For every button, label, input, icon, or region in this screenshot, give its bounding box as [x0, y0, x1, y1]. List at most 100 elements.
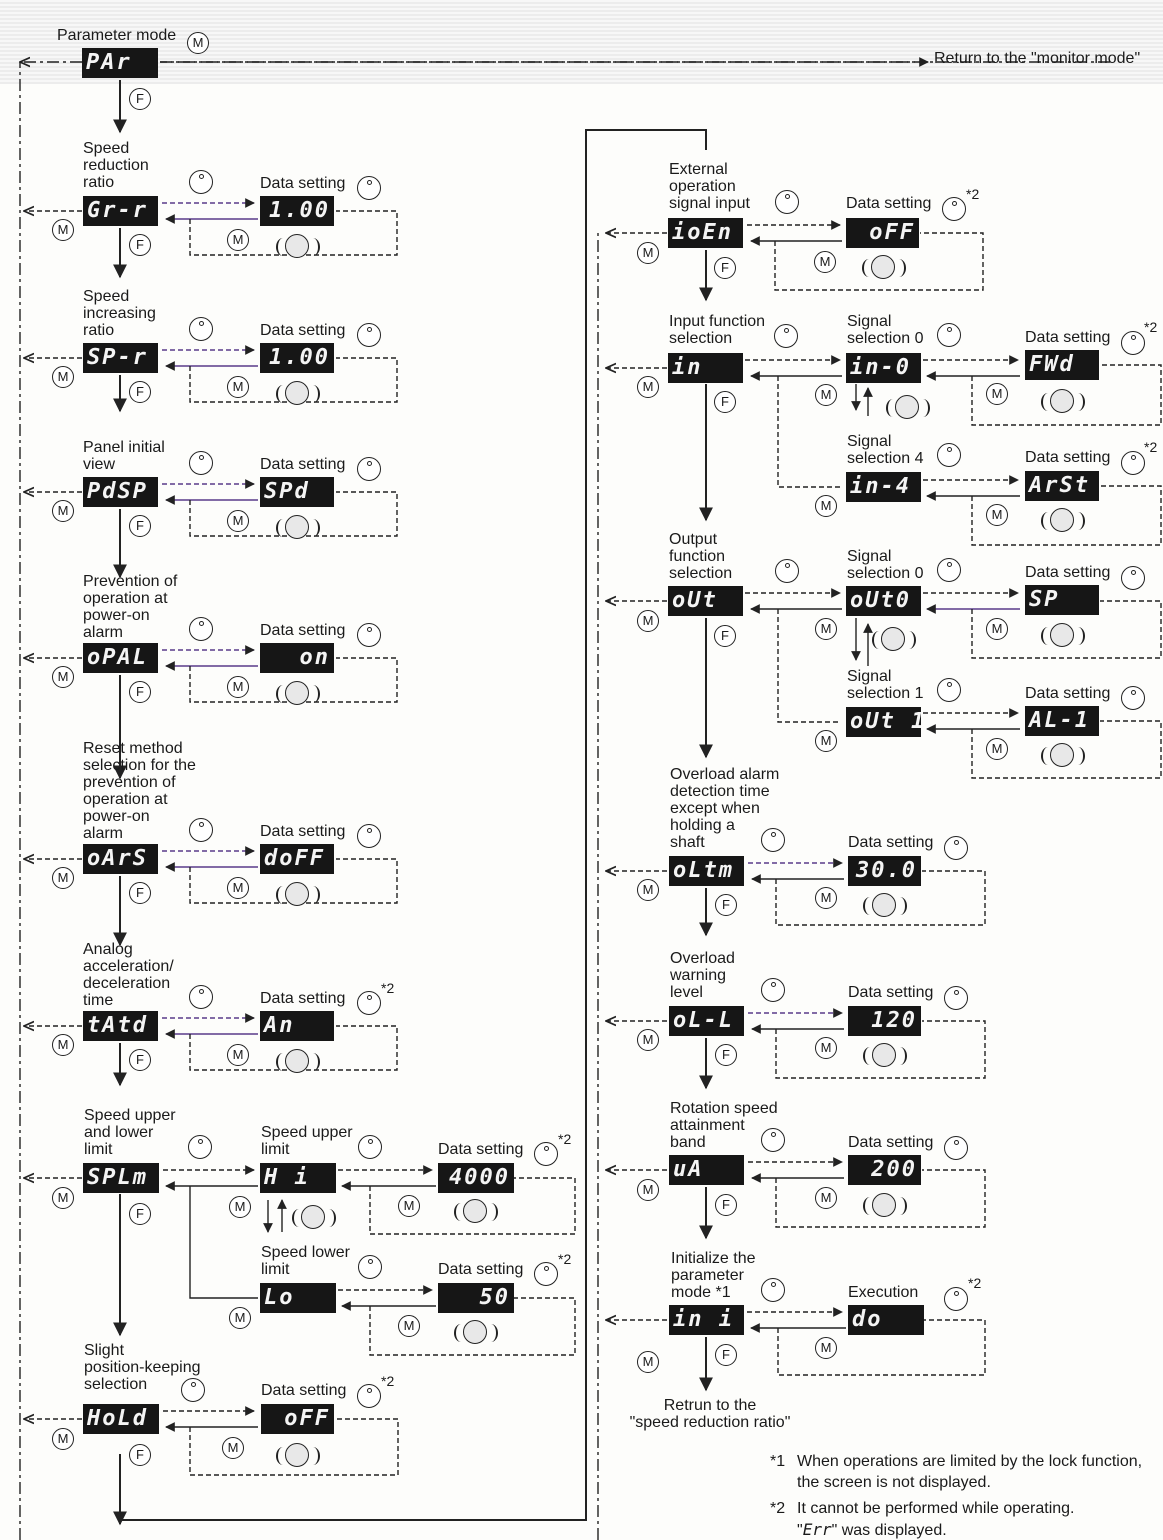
connector-line — [189, 491, 398, 537]
data-setting-label: Data setting — [1025, 564, 1111, 581]
in-0-value-display: FWd — [1025, 350, 1099, 380]
signal-selection-4-label: Signal selection 4 — [847, 433, 924, 467]
m-button-icon: M — [637, 1351, 659, 1373]
m-button-icon: M — [52, 219, 74, 241]
setting-dial-icon — [861, 893, 909, 919]
m-button-icon: M — [815, 384, 837, 406]
setting-dial-icon — [274, 1443, 322, 1469]
setting-dial-icon — [452, 1199, 500, 1225]
setting-dial-icon — [861, 1043, 909, 1069]
setting-knob-icon — [1121, 566, 1145, 590]
m-button-icon: M — [52, 366, 74, 388]
setting-knob-icon — [944, 1136, 968, 1160]
value-display: 1.00 — [260, 343, 334, 373]
out-1-value-display: AL-1 — [1025, 706, 1099, 736]
setting-dial-icon — [274, 681, 322, 707]
value-display: doFF — [260, 844, 334, 874]
oltm-display: oLtm — [669, 856, 744, 886]
connector-line — [189, 210, 398, 256]
hold-display: HoLd — [83, 1404, 159, 1434]
oltm-value-display: 30.0 — [848, 856, 921, 886]
parameter-display: oPAL — [83, 643, 158, 673]
setting-knob-icon — [189, 170, 213, 194]
data-setting-label: Data setting — [260, 175, 346, 192]
connector-line — [774, 232, 984, 291]
setting-knob-icon — [358, 1255, 382, 1279]
ini-title: Initialize the parameter mode *1 — [671, 1250, 756, 1301]
note-1-mark: *1 — [770, 1453, 786, 1470]
setting-knob-icon — [357, 457, 381, 481]
setting-dial-icon — [274, 882, 322, 908]
connector-line — [369, 1297, 576, 1356]
ua-value-display: 200 — [848, 1155, 921, 1185]
connector-line — [775, 1020, 986, 1079]
m-button-icon: M — [227, 229, 249, 251]
note-2-text: It cannot be performed while operating. — [797, 1500, 1075, 1517]
f-button-icon: F — [129, 1444, 151, 1466]
setting-knob-icon — [944, 1287, 968, 1311]
signal-selection-0-label: Signal selection 0 — [847, 313, 924, 347]
note-1-text: When operations are limited by the lock … — [797, 1453, 1143, 1491]
oll-display: oL-L — [669, 1006, 744, 1036]
connector-line — [189, 357, 398, 403]
f-button-icon: F — [714, 257, 736, 279]
f-button-icon: F — [129, 882, 151, 904]
m-button-icon: M — [815, 1037, 837, 1059]
note-2-mark: *2 — [1144, 319, 1158, 335]
execution-display: do — [848, 1305, 924, 1335]
hold-title: Slight position-keeping selection — [84, 1342, 201, 1393]
setting-knob-icon — [761, 828, 785, 852]
setting-dial-icon — [1039, 389, 1087, 415]
m-button-icon: M — [637, 242, 659, 264]
m-button-icon: M — [227, 1044, 249, 1066]
setting-knob-icon — [937, 443, 961, 467]
in-title: Input function selection — [669, 313, 766, 347]
data-setting-label: Data setting — [438, 1141, 524, 1158]
data-setting-label: Data setting — [260, 322, 346, 339]
data-setting-label: Data setting — [260, 456, 346, 473]
data-setting-label: Data setting — [1025, 685, 1111, 702]
row-title: Analog acceleration/ deceleration time — [83, 941, 174, 1009]
setting-dial-icon — [870, 627, 918, 653]
m-button-icon: M — [229, 1307, 251, 1329]
speed-lower-limit-label: Speed lower limit — [261, 1244, 350, 1278]
setting-knob-icon — [534, 1142, 558, 1166]
setting-knob-icon — [534, 1262, 558, 1286]
data-setting-label: Data setting — [848, 984, 934, 1001]
ioen-value-display: oFF — [846, 218, 919, 248]
f-button-icon: F — [129, 1203, 151, 1225]
f-button-icon: F — [129, 88, 151, 110]
f-button-icon: F — [715, 1344, 737, 1366]
row-title: Reset method selection for the preventio… — [83, 740, 196, 842]
m-button-icon: M — [637, 376, 659, 398]
setting-knob-icon — [181, 1378, 205, 1402]
m-button-icon: M — [52, 1428, 74, 1450]
note-2-err-line: "Err" was displayed. — [797, 1520, 947, 1539]
connector-line — [189, 1186, 258, 1299]
ini-display: in i — [669, 1305, 744, 1335]
m-button-icon: M — [222, 1437, 244, 1459]
setting-dial-icon — [290, 1205, 338, 1231]
value-display: 1.00 — [260, 196, 334, 226]
data-setting-label: Data setting — [260, 823, 346, 840]
note-2-mark: *2 — [558, 1251, 572, 1267]
setting-knob-icon — [189, 317, 213, 341]
setting-knob-icon — [189, 818, 213, 842]
lower-value-display: 50 — [438, 1283, 514, 1313]
setting-knob-icon — [189, 451, 213, 475]
connector-line — [775, 870, 986, 926]
m-button-icon: M — [52, 500, 74, 522]
connector-line — [189, 858, 398, 904]
signal-selection-1-label: Signal selection 1 — [847, 668, 924, 702]
out-title: Output function selection — [669, 531, 733, 582]
note-2-mark: *2 — [1144, 439, 1158, 455]
setting-knob-icon — [188, 1135, 212, 1159]
setting-knob-icon — [189, 985, 213, 1009]
parameter-display: oArS — [83, 844, 158, 874]
hold-value-display: oFF — [261, 1404, 334, 1434]
splm-title: Speed upper and lower limit — [84, 1107, 176, 1158]
setting-knob-icon — [358, 1135, 382, 1159]
upper-value-display: 4000 — [438, 1163, 514, 1193]
f-button-icon: F — [714, 625, 736, 647]
